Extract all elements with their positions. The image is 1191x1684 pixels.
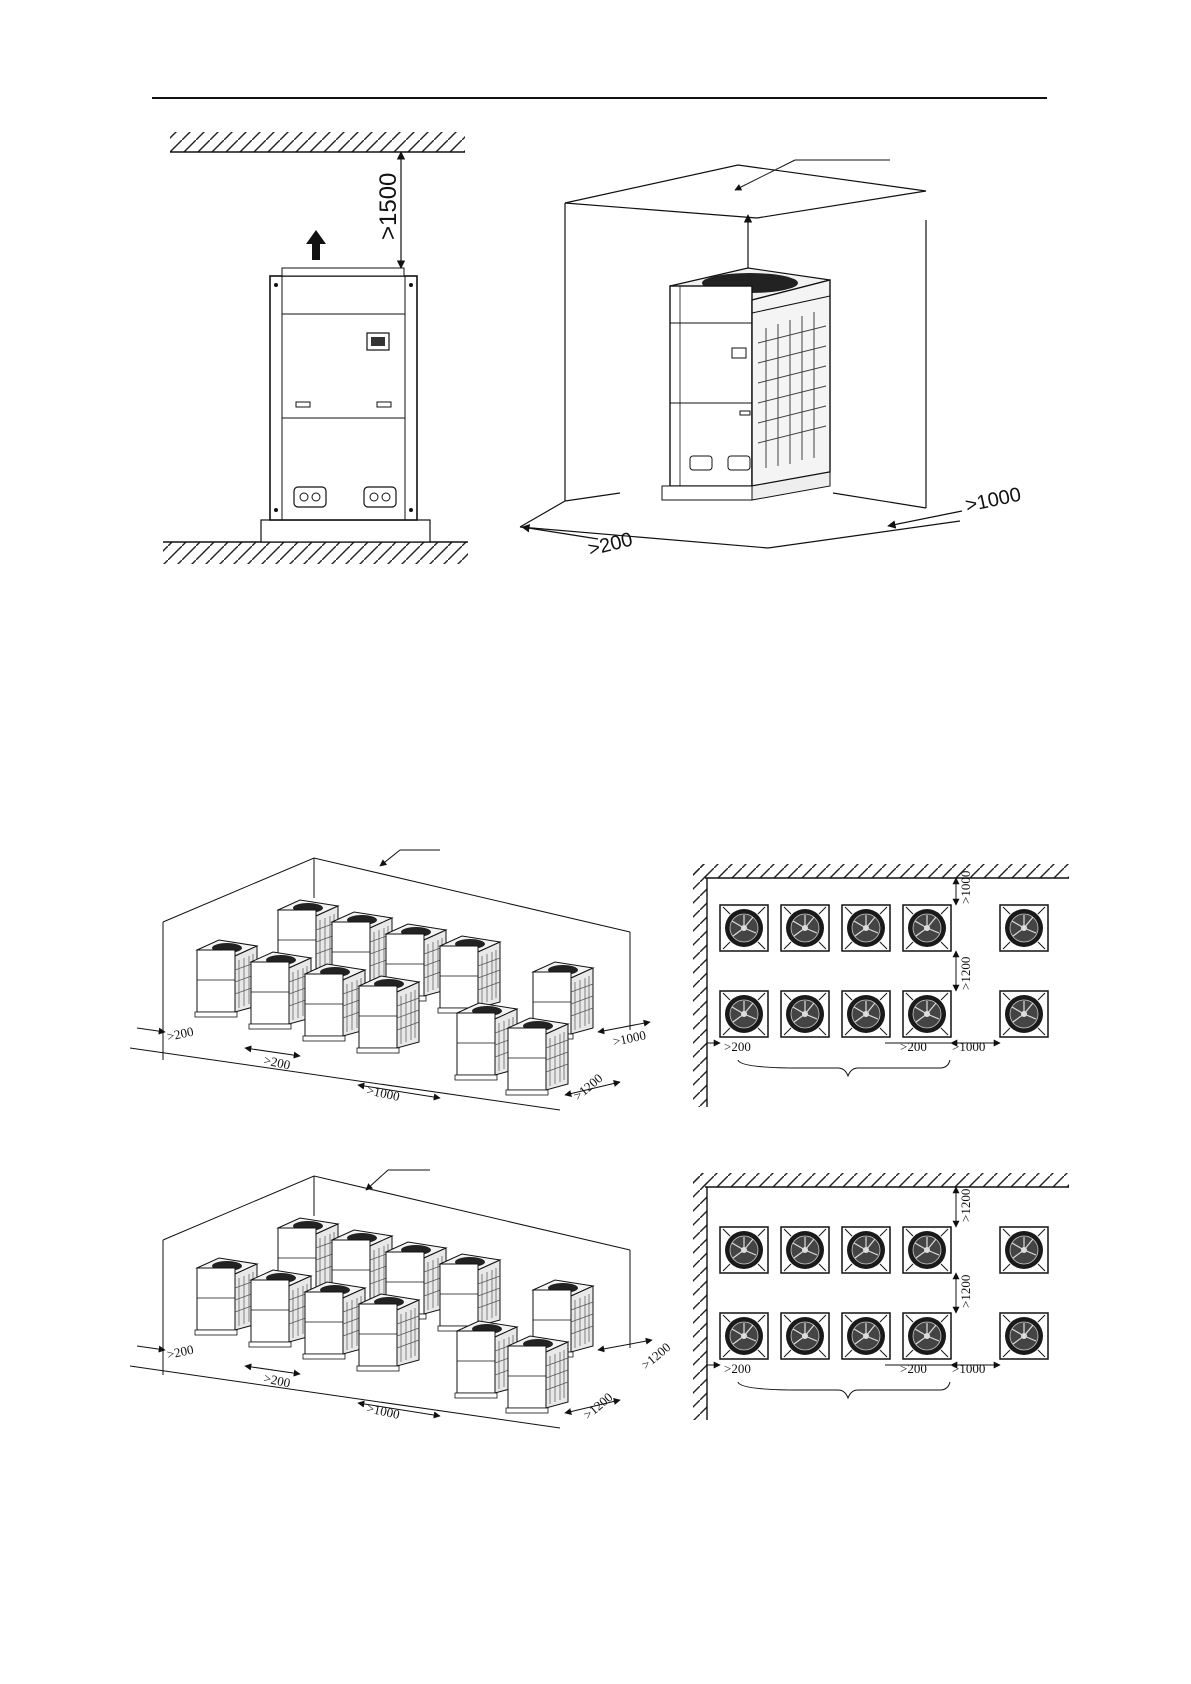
fan-icon (903, 1313, 951, 1359)
outdoor-unit-isometric (662, 268, 830, 500)
group-a-isometric-figure: >200 >200 >1000 >1000 >1200 (130, 850, 650, 1110)
iso-side-clearance-label: >1000 (963, 484, 1023, 517)
a-plan-row-label: >1200 (958, 957, 973, 990)
fan-icon (720, 1313, 768, 1359)
fan-icon (781, 1313, 829, 1359)
a-plan-top-label: >1000 (958, 871, 973, 904)
front-top-clearance-label: >1500 (375, 173, 402, 240)
a-iso-left-label: >200 (166, 1024, 195, 1044)
fan-icon (842, 1313, 890, 1359)
group-b-isometric-figure: >200 >200 >1000 >1200 >1200 (130, 1170, 673, 1428)
b-iso-back-label: >1200 (580, 1389, 615, 1422)
fan-icon (903, 905, 951, 951)
fan-icon (781, 991, 829, 1037)
fan-icon (842, 1227, 890, 1273)
a-plan-gap-label: >200 (900, 1039, 927, 1054)
a-iso-gap-label: >200 (262, 1052, 291, 1072)
fan-icon (842, 991, 890, 1037)
group-b-plan-figure: >1200 >1200 >200 >200 >1000 (693, 1173, 1069, 1420)
fan-icon (903, 991, 951, 1037)
b-plan-row-label: >1200 (958, 1275, 973, 1308)
b-plan-wall-label: >200 (724, 1361, 751, 1376)
airflow-arrow-icon (306, 230, 326, 260)
b-iso-gap-label: >200 (262, 1370, 291, 1390)
fan-icon (1000, 991, 1048, 1037)
b-iso-side-label: >1200 (638, 1339, 673, 1372)
fan-icon (720, 1227, 768, 1273)
fan-icon (842, 905, 890, 951)
a-plan-wall-label: >200 (724, 1039, 751, 1054)
a-plan-group-label: >1000 (952, 1039, 985, 1054)
a-iso-row-label: >1000 (365, 1082, 401, 1104)
fan-icon (720, 905, 768, 951)
b-plan-group-label: >1000 (952, 1361, 985, 1376)
fan-icon (1000, 905, 1048, 951)
fan-icon (720, 991, 768, 1037)
fan-icon (1000, 1313, 1048, 1359)
b-plan-top-label: >1200 (958, 1189, 973, 1222)
fan-icon (1000, 1227, 1048, 1273)
fan-icon (781, 905, 829, 951)
a-iso-side-label: >1000 (612, 1027, 648, 1049)
floor-hatch (163, 542, 468, 564)
b-plan-gap-label: >200 (900, 1361, 927, 1376)
front-elevation-figure: >1500 (163, 132, 468, 564)
b-iso-row-label: >1000 (365, 1400, 401, 1422)
b-iso-left-label: >200 (166, 1342, 195, 1362)
fan-icon (903, 1227, 951, 1273)
group-a-plan-figure: >1000 >1200 >200 >200 >1000 (693, 864, 1069, 1107)
isometric-single-unit-figure: >1000 >200 (520, 160, 1023, 561)
ceiling-hatch (170, 132, 465, 152)
fan-icon (781, 1227, 829, 1273)
outdoor-unit-front (270, 276, 417, 520)
